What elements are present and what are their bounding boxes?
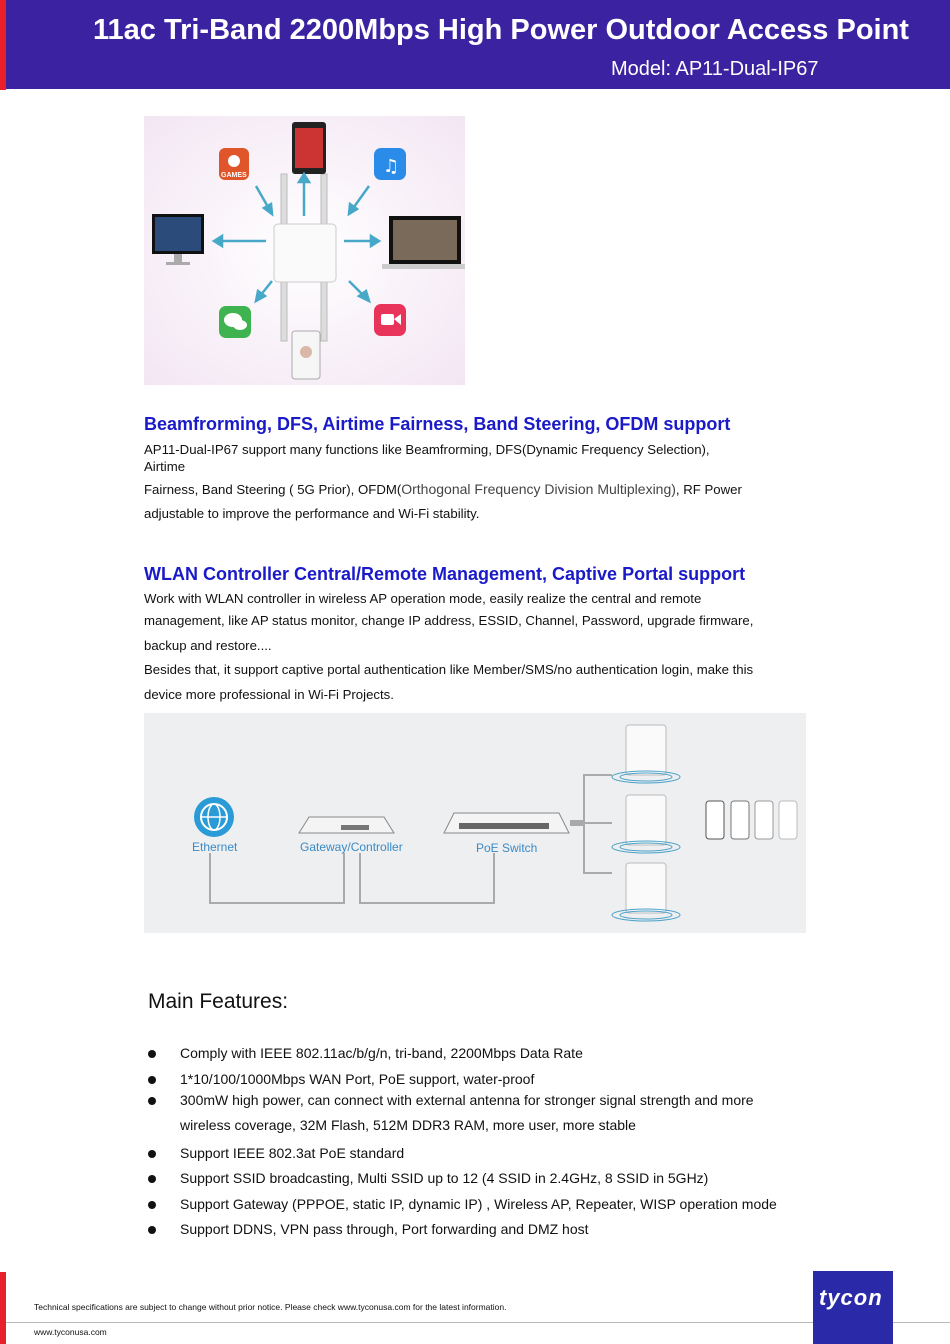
access-point-icon: [273, 223, 337, 283]
network-diagram: Ethernet Gateway/Controller PoE Switch: [144, 713, 806, 933]
footer-notice: Technical specifications are subject to …: [34, 1302, 507, 1312]
paragraph-line: adjustable to improve the performance an…: [144, 506, 480, 521]
model-label: Model: AP11-Dual-IP67: [611, 58, 819, 80]
red-accent-bar: [0, 1272, 6, 1344]
ethernet-label: Ethernet: [192, 840, 238, 854]
video-icon: [374, 304, 406, 336]
footer-divider: [6, 1322, 950, 1323]
bullet-icon: [148, 1175, 156, 1183]
poe-switch-label: PoE Switch: [476, 841, 537, 855]
gateway-icon: [298, 816, 395, 834]
paragraph-line: backup and restore....: [144, 638, 272, 653]
paragraph-line: Work with WLAN controller in wireless AP…: [144, 591, 702, 606]
arrow-icons: [211, 171, 382, 304]
laptop-icon: [382, 216, 465, 269]
hero-illustration: GAMES ♫: [144, 116, 465, 385]
bullet-icon: [148, 1097, 156, 1105]
section-heading-features: Beamfrorming, DFS, Airtime Fairness, Ban…: [144, 414, 731, 434]
paragraph-line: Fairness, Band Steering ( 5G Prior), OFD…: [144, 481, 742, 497]
footer-url[interactable]: www.tyconusa.com: [34, 1327, 107, 1337]
bullet-icon: [148, 1226, 156, 1234]
paragraph-line: Airtime: [144, 459, 186, 474]
globe-icon: [194, 797, 234, 837]
bullet-icon: [148, 1050, 156, 1058]
access-point-icon: [625, 724, 667, 914]
wechat-icon: [219, 306, 251, 338]
page-title: 11ac Tri-Band 2200Mbps High Power Outdoo…: [93, 14, 909, 46]
music-icon: ♫: [374, 148, 406, 180]
signal-waves: [611, 770, 681, 922]
page-header: 11ac Tri-Band 2200Mbps High Power Outdoo…: [6, 0, 950, 89]
games-label: GAMES: [221, 172, 247, 179]
phone-icons: [705, 800, 798, 840]
antenna-icon: [280, 173, 328, 342]
bullet-icon: [148, 1150, 156, 1158]
bullet-icon: [148, 1076, 156, 1084]
tycon-logo: tycon: [813, 1271, 893, 1344]
paragraph-line: device more professional in Wi-Fi Projec…: [144, 687, 394, 702]
switch-icon: [443, 812, 570, 834]
red-accent-bar: [0, 0, 6, 90]
svg-text:♫: ♫: [383, 156, 399, 177]
paragraph-line: Besides that, it support captive portal …: [144, 662, 754, 677]
monitor-icon: [152, 214, 204, 265]
games-icon: GAMES: [219, 148, 249, 180]
paragraph-line: AP11-Dual-IP67 support many functions li…: [144, 442, 710, 457]
paragraph-line: management, like AP status monitor, chan…: [144, 613, 754, 628]
gateway-label: Gateway/Controller: [300, 840, 403, 854]
bullet-icon: [148, 1201, 156, 1209]
main-features-heading: Main Features:: [148, 990, 289, 1013]
section-heading-wlan: WLAN Controller Central/Remote Managemen…: [144, 564, 746, 584]
